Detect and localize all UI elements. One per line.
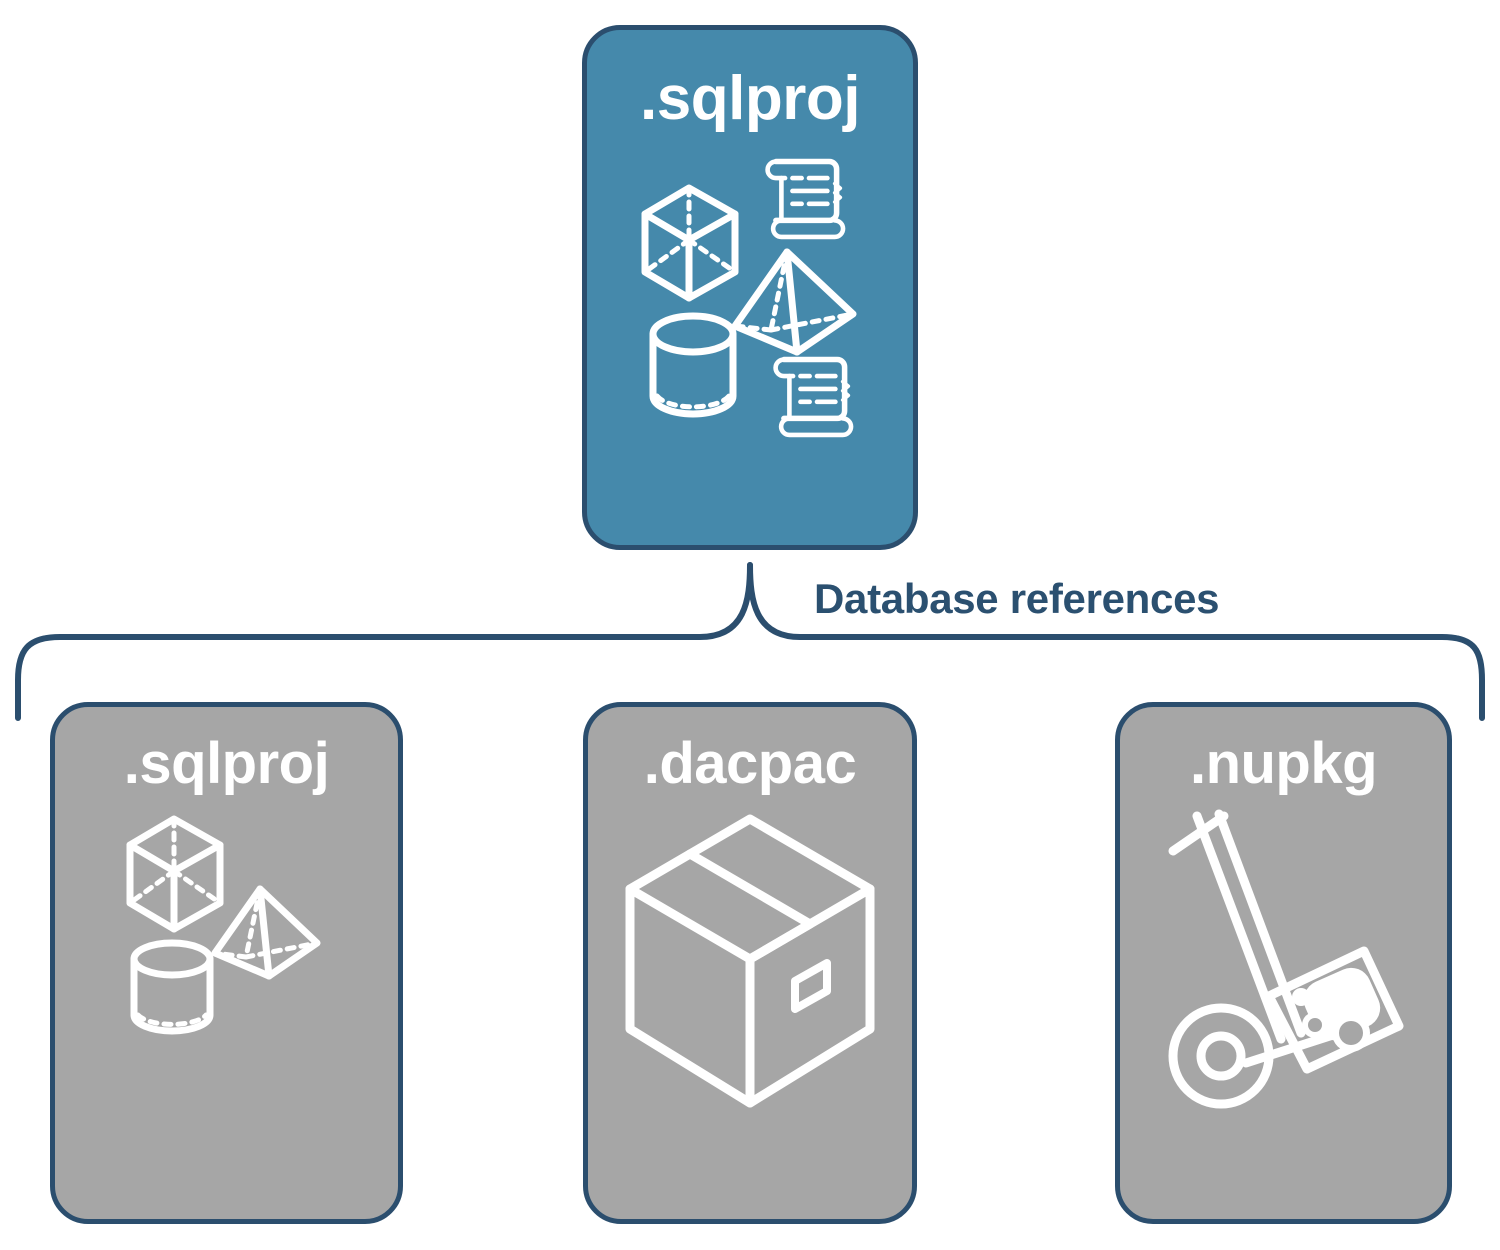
reference-card-sqlproj[interactable]: .sqlproj	[50, 702, 403, 1224]
bracket-label: Database references	[814, 575, 1220, 622]
reference-icon-group	[1149, 809, 1419, 1111]
cube-icon	[641, 184, 739, 302]
scroll-icon	[773, 356, 854, 438]
root-project-title: .sqlproj	[640, 64, 860, 133]
cylinder-icon	[130, 939, 213, 1035]
shipping-box-icon	[625, 814, 875, 1108]
reference-card-title: .sqlproj	[123, 731, 330, 796]
reference-icon-group	[112, 811, 342, 1046]
reference-card-dacpac[interactable]: .dacpac	[583, 702, 917, 1224]
cube-icon	[126, 815, 223, 933]
reference-card-title: .dacpac	[643, 731, 857, 796]
nuget-package-icon	[1264, 946, 1403, 1074]
scroll-icon	[765, 158, 846, 240]
reference-icon-group	[615, 811, 885, 1111]
root-project-icon-group	[635, 154, 865, 444]
root-project-card[interactable]: .sqlproj	[582, 25, 918, 550]
pyramid-icon	[731, 248, 857, 356]
pyramid-icon	[211, 885, 320, 980]
reference-card-title: .nupkg	[1189, 731, 1378, 796]
cylinder-icon	[649, 312, 737, 418]
reference-card-nupkg[interactable]: .nupkg	[1115, 702, 1452, 1224]
